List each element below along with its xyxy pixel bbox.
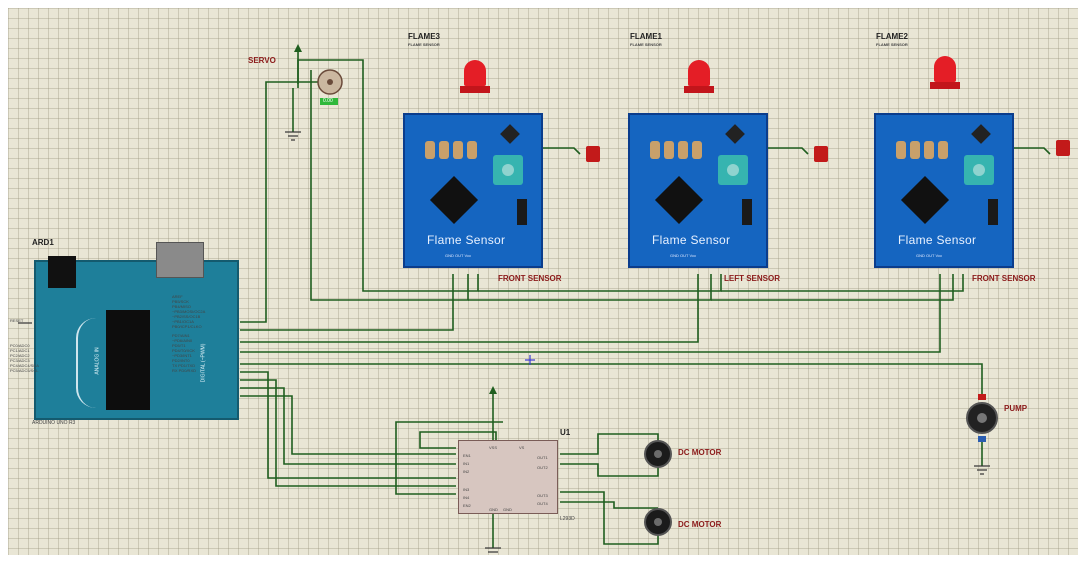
potentiometer-icon	[493, 155, 523, 185]
flame3-led-icon	[460, 60, 490, 100]
driver-ref: U1	[560, 428, 571, 437]
chip-icon	[900, 175, 950, 225]
dc-motor-2-icon[interactable]	[644, 508, 672, 536]
flame3-sub: FLAME SENSOR	[408, 42, 440, 47]
dc-motor-1-icon[interactable]	[644, 440, 672, 468]
driver-name: L293D	[560, 516, 575, 522]
microcontroller-chip-icon	[106, 310, 150, 410]
wire-motor1	[560, 433, 659, 455]
arduino-pins-right: AREF PB5/SCK PB4/MISO ~PB3/MOSI/OC2A ~PB…	[172, 294, 206, 373]
wire-pump	[240, 363, 983, 400]
arduino-name: ARDUINO UNO R3	[32, 420, 76, 426]
flame2-ref: FLAME2	[876, 32, 908, 41]
usb-connector-icon	[156, 242, 204, 278]
chip-icon	[429, 175, 479, 225]
flame2-sub: FLAME SENSOR	[876, 42, 908, 47]
flame2-led-icon	[930, 56, 960, 96]
flame1-led-icon	[684, 60, 714, 100]
flame1-sub: FLAME SENSOR	[630, 42, 662, 47]
flame2-sensor-board[interactable]: Flame Sensor GND OUT Vcc	[874, 113, 1014, 268]
flame3-sensor-board[interactable]: Flame Sensor GND OUT Vcc	[403, 113, 543, 268]
flame3-side-label: FRONT SENSOR	[498, 274, 562, 283]
board-arc	[76, 318, 108, 408]
arduino-ref: ARD1	[32, 238, 54, 247]
arduino-pins-left: RESET PC0/ADC0 PC1/ADC1 PC2/ADC2 PC3/ADC…	[10, 318, 39, 373]
wire-driver-en1	[240, 371, 456, 479]
board-label-analog: ANALOG IN	[94, 347, 101, 375]
servo-label: SERVO	[248, 56, 276, 65]
wire-flame3-out	[240, 274, 454, 331]
pump-label: PUMP	[1004, 404, 1028, 413]
wire-flame1-out	[240, 274, 699, 343]
dc-motor-1-label: DC MOTOR	[678, 448, 722, 457]
flame2-logo: Flame Sensor	[898, 233, 977, 247]
potentiometer-icon	[718, 155, 748, 185]
wire-flame2-out	[240, 274, 941, 353]
schematic-sheet: ARD1 DIGITAL (~PWM) ANALOG IN AREF PB5/S…	[8, 8, 1078, 555]
flame2-pins: GND OUT Vcc	[916, 253, 943, 258]
flame1-sensor-board[interactable]: Flame Sensor GND OUT Vcc	[628, 113, 768, 268]
flame1-logo: Flame Sensor	[652, 233, 731, 247]
potentiometer-icon	[964, 155, 994, 185]
arduino-board[interactable]: DIGITAL (~PWM) ANALOG IN	[34, 242, 239, 420]
motor-driver-chip[interactable]: EN1 IN1 IN2 IN3 IN4 EN2 OUT1 OUT2 OUT3 O…	[458, 440, 558, 514]
flame3-pins: GND OUT Vcc	[445, 253, 472, 258]
wire-motor2	[560, 491, 659, 545]
wiring	[18, 44, 1070, 553]
flame3-ref: FLAME3	[408, 32, 440, 41]
flame2-side-label: FRONT SENSOR	[972, 274, 1036, 283]
wire-gnd-rail	[310, 70, 469, 301]
dc-motor-2-label: DC MOTOR	[678, 520, 722, 529]
flame1-pins: GND OUT Vcc	[670, 253, 697, 258]
chip-icon	[654, 175, 704, 225]
wire-servo	[240, 81, 318, 323]
flame3-logo: Flame Sensor	[427, 233, 506, 247]
flame1-ref: FLAME1	[630, 32, 662, 41]
flame1-side-label: LEFT SENSOR	[724, 274, 781, 283]
servo-value: 0.00	[323, 98, 333, 104]
power-jack-icon	[48, 256, 76, 288]
